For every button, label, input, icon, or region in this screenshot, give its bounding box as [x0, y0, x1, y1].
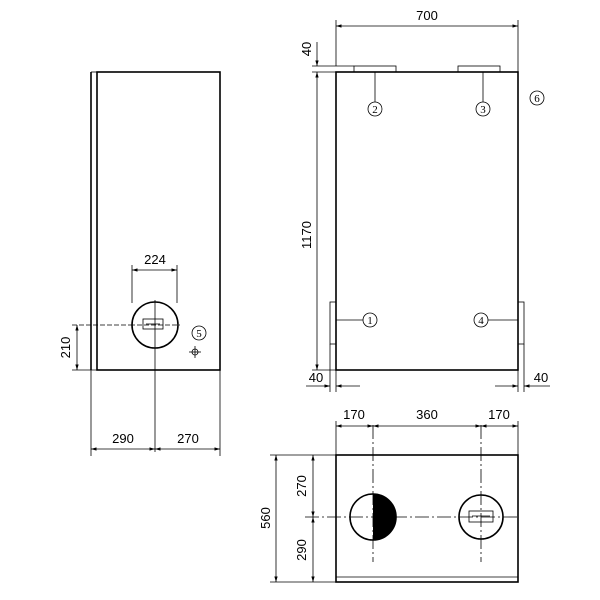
- callout-6-label: 6: [534, 93, 540, 105]
- callout-1: 1: [362, 312, 378, 328]
- callout-4-label: 4: [478, 315, 484, 327]
- side-view-port-flap: [142, 318, 164, 330]
- dim-700-label: 700: [416, 8, 438, 23]
- plan-dim-270-label: 270: [294, 475, 309, 497]
- plan-dim-360-label: 360: [416, 407, 438, 422]
- side-view: 5 224 210 290 270: [58, 71, 221, 456]
- callout-3: 3: [475, 101, 491, 117]
- drain-cross-icon: [189, 346, 201, 358]
- front-view-body: [335, 71, 519, 371]
- dim-40-top-label: 40: [299, 42, 314, 56]
- top-spigot-right: [457, 65, 501, 73]
- callout-4: 4: [473, 312, 489, 328]
- dim-224-label: 224: [144, 252, 166, 267]
- plan-dim-170-right-label: 170: [488, 407, 510, 422]
- dim-210-label: 210: [58, 337, 73, 359]
- dim-290-label: 290: [112, 431, 134, 446]
- dim-270-label: 270: [177, 431, 199, 446]
- dim-40-right-label: 40: [534, 370, 548, 385]
- callout-5-label: 5: [196, 328, 202, 340]
- plan-view: 170 360 170 560 270 290: [258, 407, 520, 583]
- side-spigot-left: [329, 301, 337, 345]
- dim-40-left-label: 40: [309, 370, 323, 385]
- plan-dim-290-label: 290: [294, 539, 309, 561]
- plan-dim-560-label: 560: [258, 507, 273, 529]
- side-spigot-right: [517, 301, 525, 345]
- callout-3-label: 3: [480, 104, 486, 116]
- plan-dim-170-left-label: 170: [343, 407, 365, 422]
- callout-2: 2: [367, 101, 383, 117]
- front-view: 2 3 1 4 6 700 40 1170: [299, 8, 550, 392]
- dim-1170-label: 1170: [299, 221, 314, 249]
- callout-6: 6: [529, 90, 545, 106]
- top-spigot-left: [353, 65, 397, 73]
- callout-2-label: 2: [372, 104, 378, 116]
- callout-1-label: 1: [367, 315, 373, 327]
- plan-view-body: [335, 454, 519, 583]
- callout-5: 5: [191, 325, 207, 341]
